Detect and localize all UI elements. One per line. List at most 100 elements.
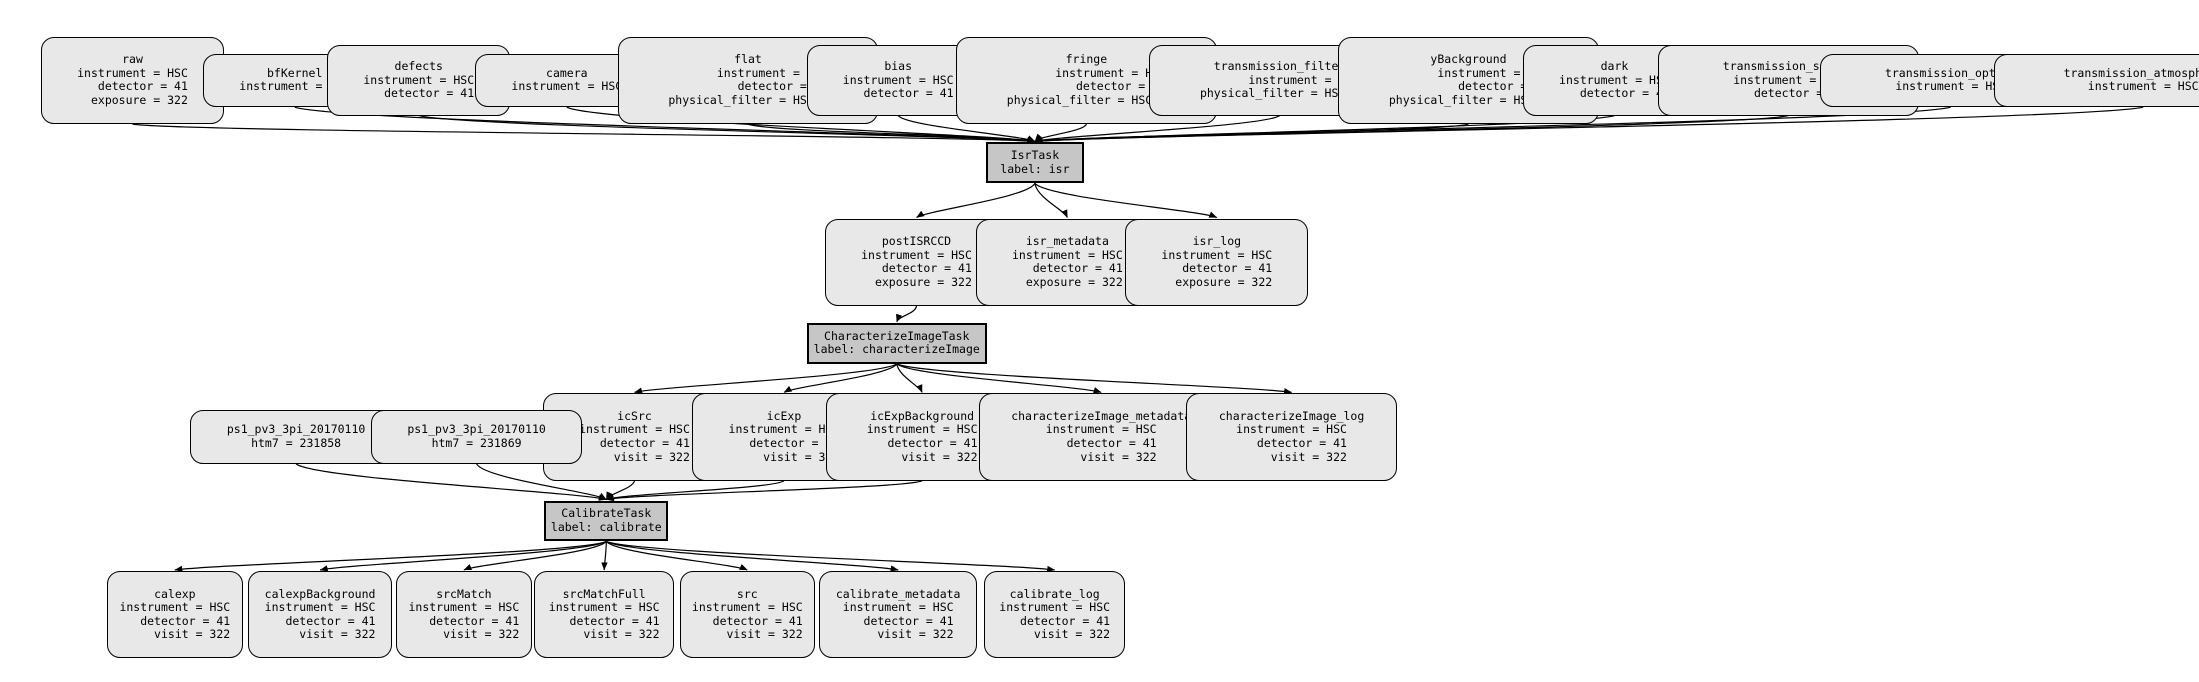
node-row: instrument = HSC	[1248, 72, 1360, 87]
node-rows: instrument = HSC	[511, 80, 622, 94]
node-title: calibrate_metadata	[835, 586, 961, 601]
node-row: visit = 322	[1033, 627, 1111, 642]
node-row: physical_filter = HSC-Y	[1199, 86, 1360, 101]
node-row: exposure = 322	[1175, 274, 1273, 289]
edge-icExp-to-CalibrateTask	[605, 480, 785, 501]
node-title: bias	[884, 58, 913, 73]
node-title: srcMatchFull	[562, 586, 646, 601]
node-row: instrument = HSC	[1045, 422, 1157, 437]
node-title: isr_log	[1192, 234, 1242, 249]
edge-CalibrateTask-to-src	[605, 540, 748, 571]
edge-raw-to-IsrTask	[132, 123, 1036, 145]
node-row: instrument = HSC	[2087, 79, 2199, 94]
node-row: instrument = HSC	[1895, 79, 2007, 94]
edge-postISRCCD-to-CharacterizeImageTask	[896, 305, 918, 323]
node-row: detector = 41	[384, 86, 475, 101]
node-title: transmission_atmosphere	[2063, 65, 2199, 80]
node-title: icExp	[766, 408, 802, 423]
node-row: detector = 41	[1020, 613, 1111, 628]
node-title: postISRCCD	[881, 234, 952, 249]
node-row: physical_filter = HSC-Y	[668, 92, 828, 107]
node-row: detector = 41	[1032, 261, 1123, 276]
node-rows: label: isr	[1000, 162, 1069, 177]
node-row: detector = 41	[1066, 436, 1157, 451]
node-row: detector = 41	[887, 436, 978, 451]
dataset-node-transmission_atmosphere[interactable]: transmission_atmosphereinstrument = HSC	[1993, 53, 2199, 108]
node-title: srcMatch	[436, 586, 492, 601]
edge-yBackground-to-IsrTask	[1034, 123, 1469, 144]
node-row: visit = 322	[901, 449, 978, 464]
node-rows: instrument = HSC	[1895, 80, 2006, 94]
node-row: visit = 322	[154, 627, 231, 642]
edge-CharacterizeImageTask-to-icSrc	[634, 363, 898, 394]
node-row: visit = 322	[443, 627, 520, 642]
node-row: htm7 = 231858	[251, 436, 342, 451]
node-row: visit = 322	[299, 627, 376, 642]
node-row: instrument = HSC	[728, 422, 840, 437]
edge-CalibrateTask-to-calibrate_metadata	[605, 540, 899, 572]
node-row: detector = 41	[140, 613, 231, 628]
node-title: characterizeImage_metadata	[1011, 408, 1192, 423]
edge-CalibrateTask-to-calexpBackground	[319, 540, 607, 572]
node-title: fringe	[1065, 52, 1108, 67]
node-row: instrument = HSC	[861, 247, 972, 262]
node-title: defects	[394, 58, 443, 73]
node-title: transmission_optics	[1884, 65, 2017, 80]
edge-CalibrateTask-to-srcMatch	[463, 540, 607, 571]
node-row: instrument = HSC	[119, 600, 231, 615]
node-title: transmission_filter	[1213, 58, 1346, 73]
edge-CharacterizeImageTask-to-characterizeImage_metadata	[896, 363, 1102, 394]
node-row: instrument = HSC	[264, 600, 376, 615]
node-row: instrument = HSC	[579, 422, 690, 437]
node-row: instrument = HSC	[548, 600, 660, 615]
node-row: instrument = HSC	[1161, 247, 1273, 262]
edge-CharacterizeImageTask-to-characterizeImage_log	[896, 363, 1292, 395]
node-row: detector = 41	[712, 613, 803, 628]
node-title: characterizeImage_log	[1218, 408, 1365, 423]
node-title: icExpBackground	[870, 408, 975, 423]
node-rows: label: characterizeImage	[814, 343, 980, 357]
node-rows: htm7 = 231869	[432, 436, 522, 451]
node-row: detector = 41	[737, 79, 828, 94]
node-row: instrument = HSC	[408, 600, 520, 615]
node-title: isr_metadata	[1025, 234, 1109, 249]
edge-icExpBackground-to-CalibrateTask	[605, 480, 923, 502]
node-title: ps1_pv3_3pi_20170110	[407, 422, 546, 437]
node-row: instrument = HSC	[511, 79, 623, 94]
node-title: src	[736, 586, 758, 601]
edge-IsrTask-to-isr_metadata	[1034, 183, 1068, 218]
node-title: camera	[546, 65, 588, 80]
node-row: detector = 41	[1256, 436, 1347, 451]
edge-CharacterizeImageTask-to-icExpBackground	[896, 363, 923, 393]
node-row: detector = 41	[749, 436, 840, 451]
